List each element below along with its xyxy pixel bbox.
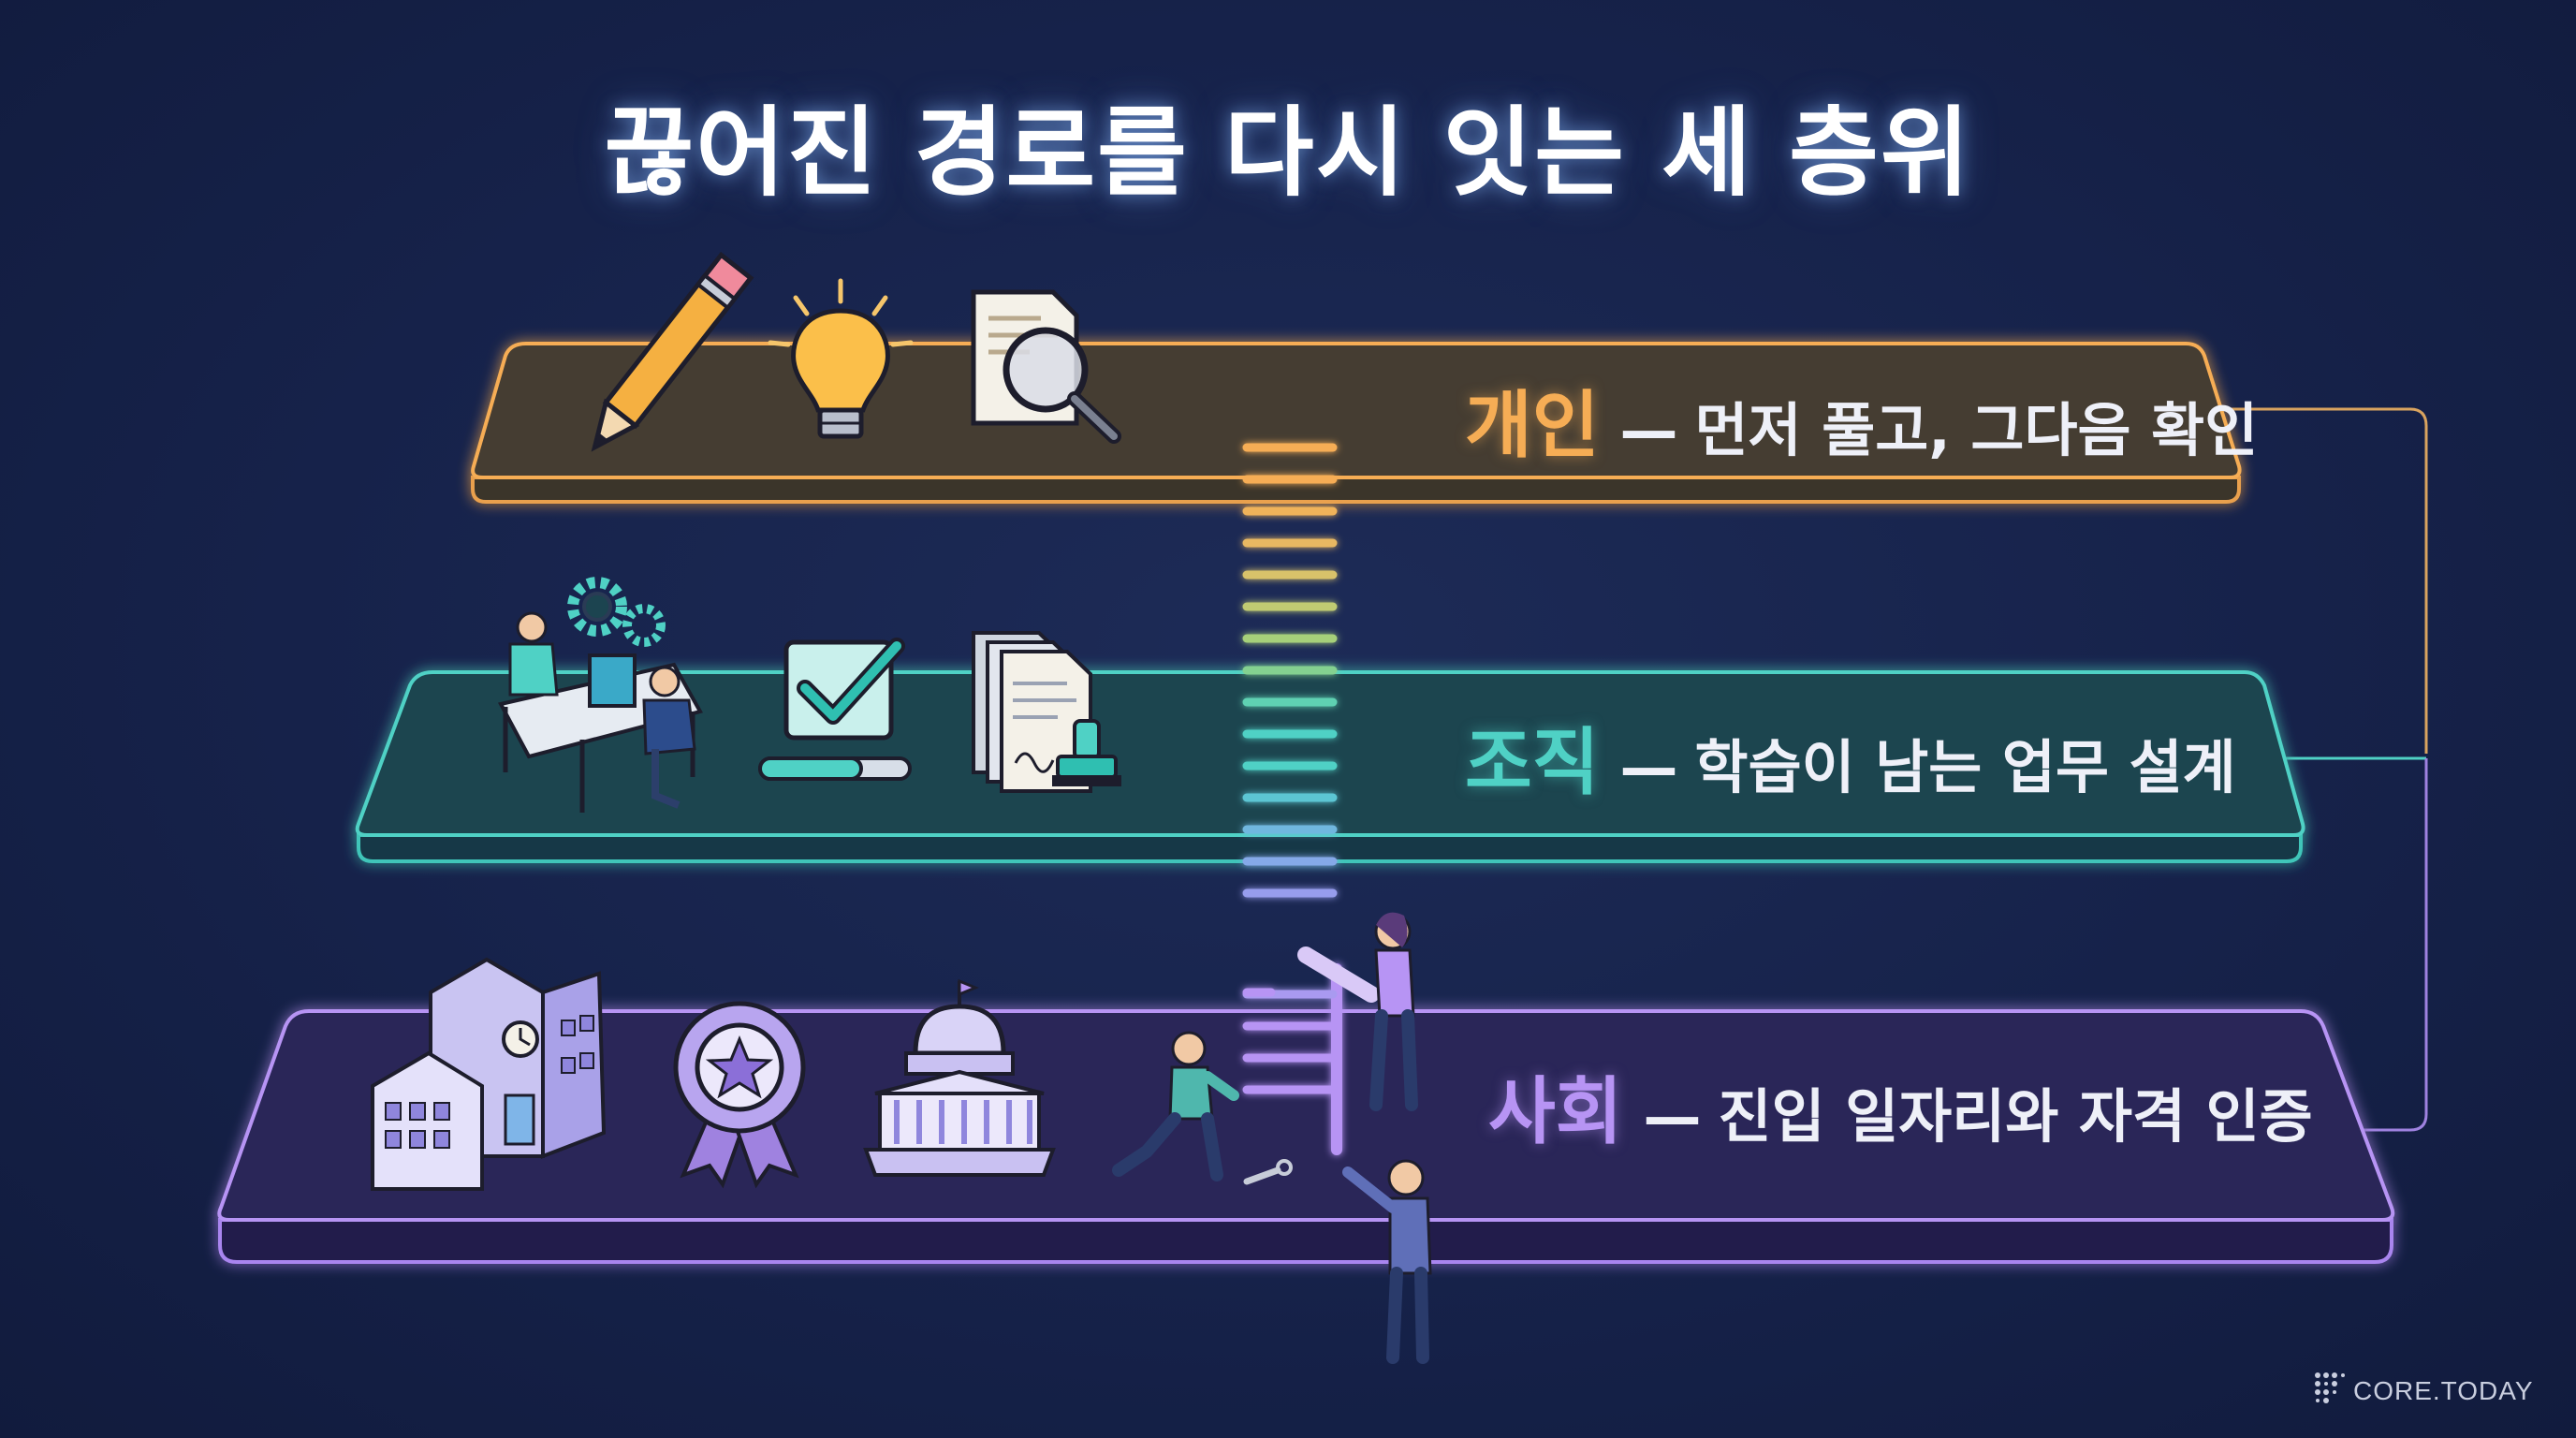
- layer-separator: —: [1619, 733, 1678, 801]
- layer-separator: —: [1619, 396, 1678, 464]
- dot-grid-logo-icon: [2315, 1372, 2345, 1403]
- pencil-icon: [591, 251, 754, 452]
- layer-label-society: 사회 —진입 일자리와 자격 인증: [1488, 1053, 2313, 1158]
- layer-name: 개인: [1465, 384, 1600, 468]
- person-kneeling: [1112, 1031, 1239, 1181]
- documents-stamp-icon: [972, 631, 1121, 793]
- gear-icon: [567, 577, 666, 647]
- layer-description: 학습이 남는 업무 설계: [1694, 733, 2236, 801]
- layer-description: 진입 일자리와 자격 인증: [1718, 1082, 2313, 1151]
- layer-label-individual: 개인 —먼저 풀고, 그다음 확인: [1465, 367, 2258, 472]
- layer-label-organization: 조직 —학습이 남는 업무 설계: [1465, 704, 2236, 809]
- brand-name: CORE.TODAY: [2353, 1376, 2534, 1405]
- capitol-icon: [863, 978, 1056, 1177]
- individual-platform: [471, 342, 2242, 504]
- lightbulb-icon: [768, 278, 914, 439]
- brand-watermark: CORE.TODAY: [2314, 1372, 2534, 1406]
- page-title: 끊어진 경로를 다시 잇는 세 층위: [604, 95, 1972, 210]
- layer-name: 사회: [1488, 1070, 1623, 1154]
- layer-connector: [2228, 407, 2428, 1132]
- layer-separator: —: [1643, 1082, 1702, 1151]
- connecting-ladder: [1237, 399, 1342, 1155]
- layer-description: 먼저 풀고, 그다음 확인: [1694, 396, 2259, 464]
- person-holding-rail: [1297, 912, 1418, 1111]
- team-desk-icon: [497, 577, 704, 813]
- wrench-icon: [1243, 1159, 1293, 1185]
- person-standing: [1342, 1159, 1432, 1364]
- award-badge-icon: [673, 1001, 806, 1189]
- layer-name: 조직: [1465, 721, 1600, 805]
- document-search-icon: [971, 289, 1121, 444]
- buildings-icon: [371, 957, 607, 1191]
- checkbox-progress-icon: [758, 638, 912, 781]
